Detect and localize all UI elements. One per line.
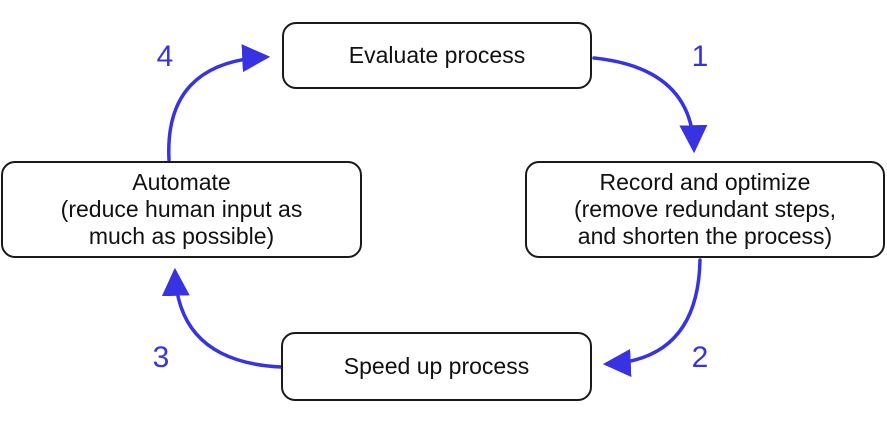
node-automate: Automate (reduce human input as much as … [1, 161, 362, 258]
node-label: Record and optimize [599, 169, 811, 195]
arrow-step-1 [592, 56, 708, 154]
arrow-step-4 [167, 44, 271, 162]
step-number-2: 2 [691, 341, 709, 374]
arrow-step-3 [161, 267, 283, 369]
step-number-1: 1 [691, 40, 709, 73]
node-record-and-optimize: Record and optimize (remove redundant st… [525, 161, 885, 258]
node-evaluate-process: Evaluate process [282, 22, 592, 89]
step-number-3: 3 [152, 341, 170, 374]
step-number-4: 4 [156, 40, 174, 73]
node-speed-up-process: Speed up process [281, 332, 592, 401]
node-label: (reduce human input as [60, 196, 303, 222]
node-label: Evaluate process [348, 42, 526, 68]
node-label: (remove redundant steps, [573, 196, 837, 222]
node-label: and shorten the process) [577, 223, 833, 249]
arrow-step-2 [602, 258, 702, 377]
node-label: much as possible) [88, 223, 275, 249]
node-label: Speed up process [343, 353, 530, 379]
node-label: Automate [132, 169, 231, 195]
